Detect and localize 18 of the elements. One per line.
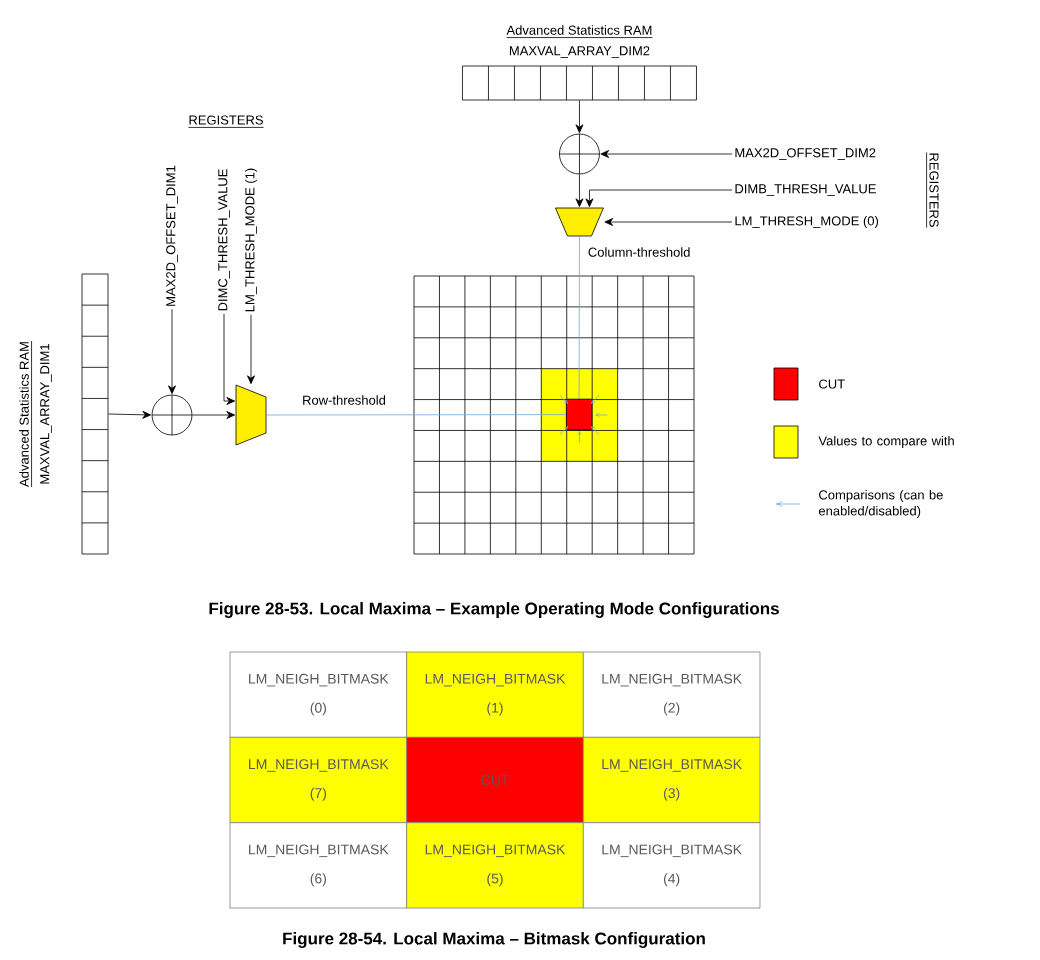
multiplexer-symbol [555, 207, 604, 237]
arrow [575, 174, 584, 208]
adder-symbol [559, 133, 600, 175]
arrow [247, 314, 255, 385]
arrow [575, 100, 584, 134]
figure-caption: Figure 28-54. Local Maxima – Bitmask Configuration [283, 932, 705, 948]
center-cell [565, 398, 593, 431]
multiplexer-symbol [235, 384, 267, 446]
arrow [604, 218, 733, 226]
figure-caption: Figure 28-53. Local Maxima – Example Operating Mode Configurations [209, 602, 779, 618]
arrow [600, 150, 733, 158]
arrow [585, 189, 733, 208]
arrow [168, 308, 176, 395]
cell-grid [413, 275, 695, 555]
arrow [192, 411, 236, 419]
arrow [223, 313, 236, 405]
arrow [108, 410, 152, 419]
adder-symbol [151, 394, 193, 436]
